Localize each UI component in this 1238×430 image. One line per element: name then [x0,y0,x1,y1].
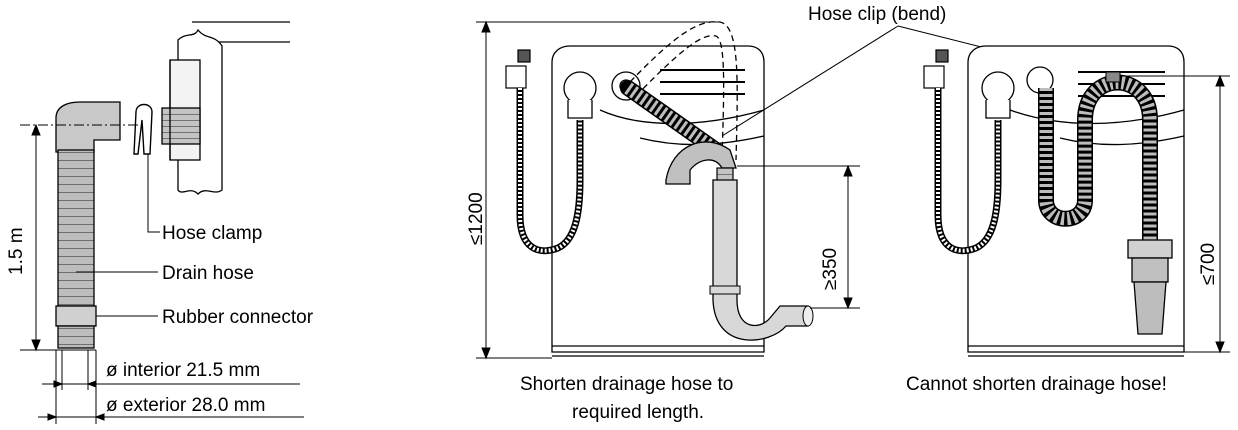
wall-outlet [161,21,290,195]
rubber-connector-right [1127,239,1173,335]
left-panel: 1.5 m ø interior 21.5 mm ø exterior 28.0… [6,21,314,424]
interior-diameter-label: ø interior 21.5 mm [106,360,260,381]
washer-back-right [967,45,1185,357]
vent-slots [660,69,745,95]
right-caption: Cannot shorten drainage hose! [906,374,1167,395]
dim-700 [1122,74,1230,354]
callout-lines [76,154,160,317]
outlet-valves-right [981,66,1054,119]
rubber-connector-label: Rubber connector [162,307,314,328]
dim-350 [737,164,860,310]
drain-hose-label: Drain hose [162,263,254,284]
hose-clip-bend-label: Hose clip (bend) [808,4,946,25]
max-1200-label: ≤1200 [466,192,487,245]
original-hose-dashed [629,21,738,161]
height-dimension [20,123,140,352]
drain-hose-drawing [55,101,121,349]
height-label: 1.5 m [6,227,27,275]
min-350-label: ≥350 [820,248,841,290]
hose-clamp-label: Hose clamp [162,223,262,244]
inlet-hose-right [923,49,1002,255]
max-700-label: ≤700 [1198,243,1219,285]
right-panel: ≤700 Cannot shorten drainage hose! [906,45,1230,395]
middle-caption-line2: required length. [572,402,704,423]
dim-1200 [476,20,720,360]
middle-panel: ≤1200 ≥350 Shorten drainage hose to requ… [466,20,860,423]
drain-hose-middle [620,80,724,158]
middle-caption-line1: Shorten drainage hose to [520,374,733,395]
inlet-hose-middle [505,49,584,255]
exterior-diameter-label: ø exterior 28.0 mm [106,395,265,416]
diameter-dimensions [38,350,304,424]
hose-clamp-icon [133,103,153,155]
hose-clip-bend-icon [665,141,737,185]
